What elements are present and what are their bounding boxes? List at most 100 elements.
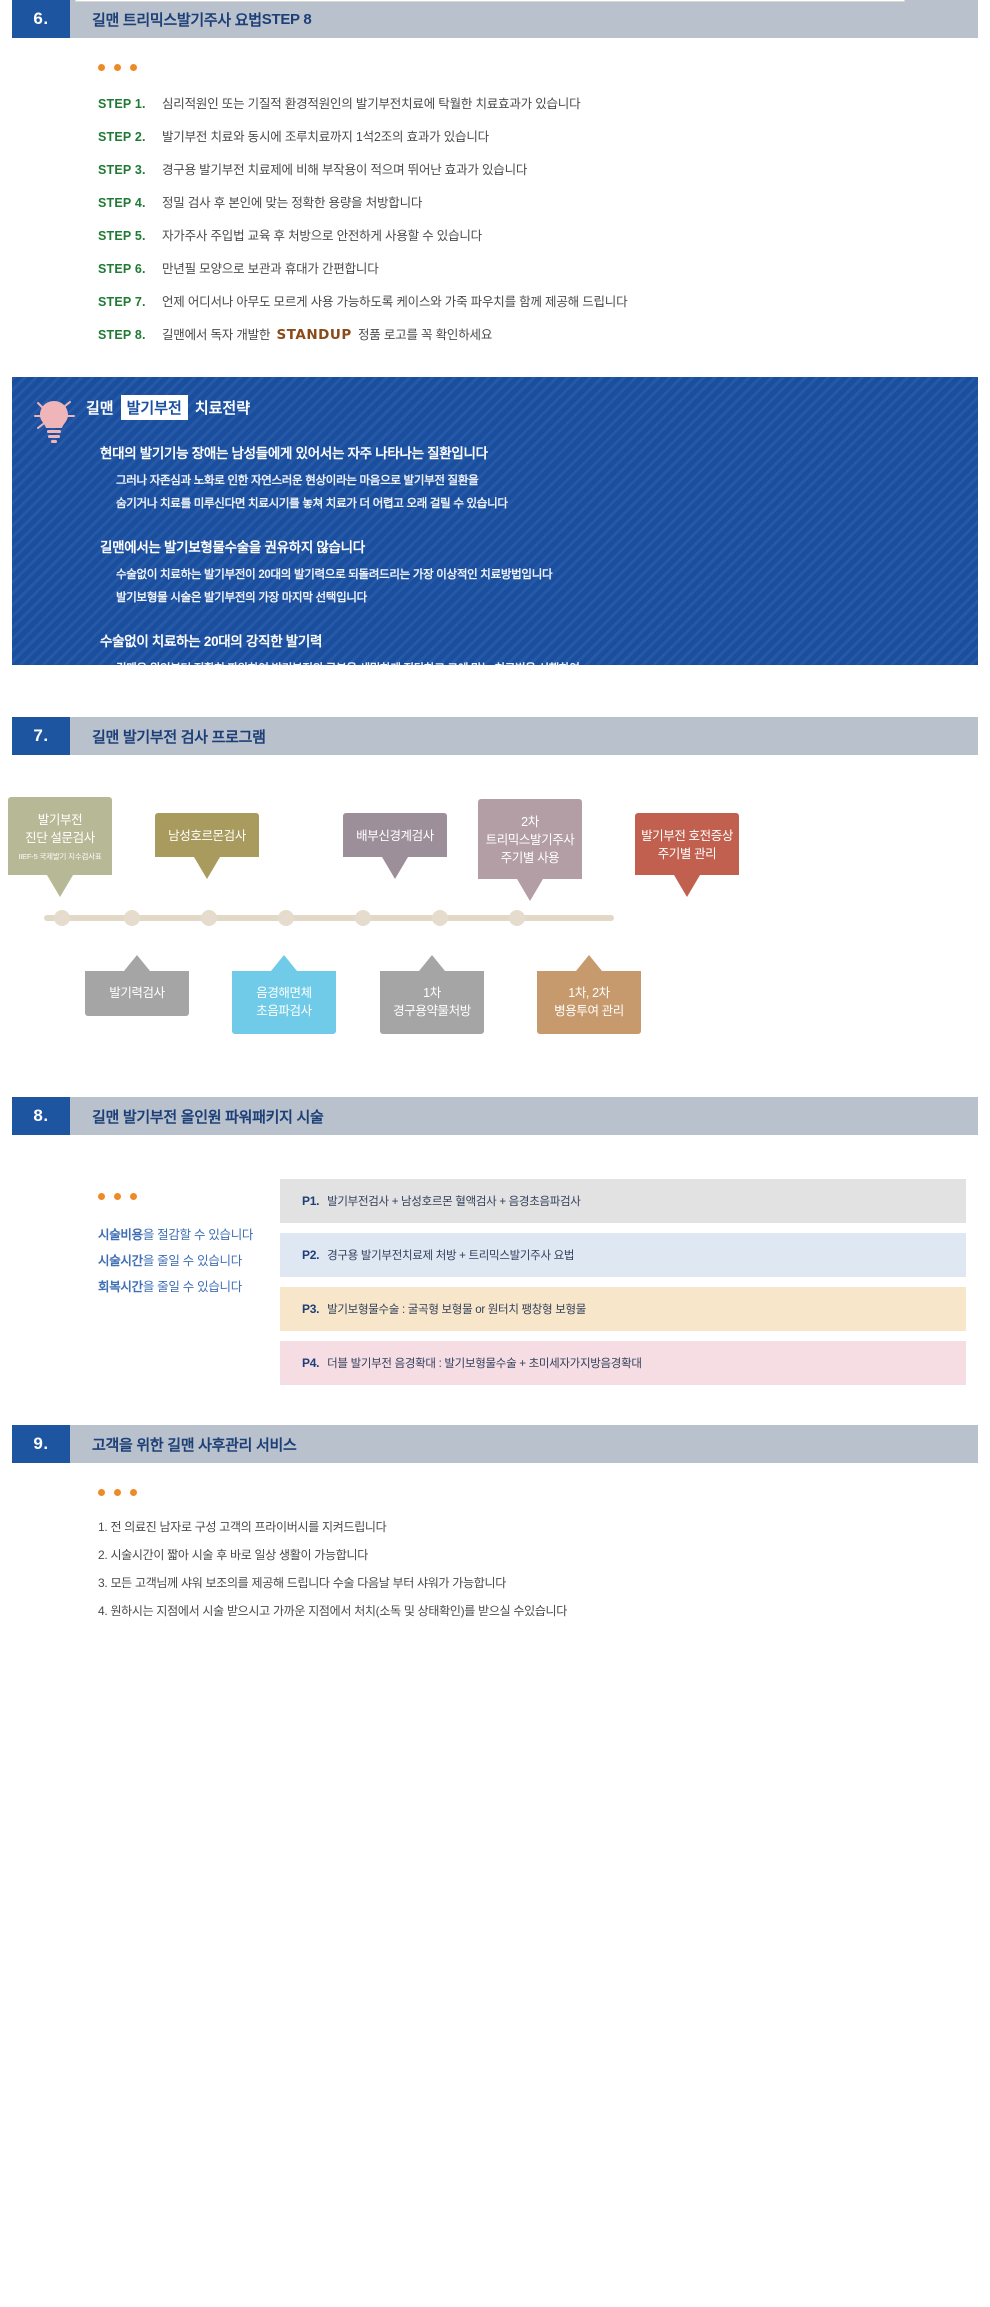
step-text: 경구용 발기부전 치료제에 비해 부작용이 적으며 뛰어난 효과가 있습니다 [162, 163, 528, 177]
step-row: STEP 8. 길맨에서 독자 개발한 STANDUP 정품 로고를 꼭 확인하세… [98, 324, 990, 343]
aftercare-item: 2. 시술시간이 짧아 시술 후 바로 일상 생활이 가능합니다 [98, 1548, 368, 1562]
strategy-line: 숨기거나 치료를 미루신다면 치료시기를 놓쳐 치료가 더 어렵고 오래 걸릴 … [116, 498, 508, 510]
pennant-line: 발기부전 [37, 813, 83, 827]
strategy-heading: 수술없이 치료하는 20대의 강직한 발기력 [100, 634, 323, 649]
chip-tip [419, 955, 445, 971]
benefit-item: 시술비용을 절감할 수 있습니다 [98, 1228, 254, 1242]
pennant-line: 배부신경계검사 [356, 829, 434, 843]
section-7-title: 길맨 발기부전 검사 프로그램 [70, 717, 978, 755]
flow-node [54, 910, 70, 926]
section-9-number: 9. [12, 1425, 70, 1463]
pennant-tip [674, 875, 700, 898]
section-8-header: 8. 길맨 발기부전 올인원 파워패키지 시술 [12, 1097, 978, 1135]
package-key: P2. [302, 1248, 320, 1262]
benefit-keyword: 시술시간 [98, 1254, 143, 1268]
section-6-title: 길맨 트리믹스발기주사 요법 STEP 8 [70, 0, 978, 38]
package-row[interactable]: P2. 경구용 발기부전치료제 처방 + 트리믹스발기주사 요법 [280, 1233, 966, 1277]
section-6-title-bold: STEP 8 [261, 10, 312, 28]
section-7-header: 7. 길맨 발기부전 검사 프로그램 [12, 717, 978, 755]
chip-line: 발기력검사 [109, 986, 165, 1000]
pennant-line: 2차 [521, 815, 539, 829]
step-text: 언제 어디서나 아무도 모르게 사용 가능하도록 케이스와 가죽 파우치를 함께… [162, 295, 628, 309]
strategy-heading: 길맨에서는 발기보형물수술을 권유하지 않습니다 [100, 540, 365, 555]
package-text: 경구용 발기부전치료제 처방 + 트리믹스발기주사 요법 [327, 1250, 575, 1262]
chip-tip [576, 955, 602, 971]
step-row: STEP 4.정밀 검사 후 본인에 맞는 정확한 용량을 처방합니다 [98, 192, 990, 211]
section-9-title: 고객을 위한 길맨 사후관리 서비스 [70, 1425, 978, 1463]
chip-line: 1차, 2차 [568, 986, 610, 1000]
package-key: P4. [302, 1356, 320, 1370]
block-spacer [100, 612, 978, 630]
lightbulb-icon [34, 401, 75, 443]
top-panel-stub [75, 0, 905, 2]
chip-line: 경구용약물처방 [393, 1004, 471, 1019]
step-key: STEP 7. [98, 295, 146, 309]
flow-node [355, 910, 371, 926]
step-row: STEP 1.심리적원인 또는 기질적 환경적원인의 발기부전치료에 탁월한 치… [98, 93, 990, 112]
block-spacer [100, 518, 978, 536]
dot-icon [98, 1489, 105, 1496]
pennant-body: 배부신경계검사 [343, 813, 447, 858]
pennant-line: 주기별 관리 [657, 847, 717, 862]
pennant-tip [517, 879, 543, 902]
package-row[interactable]: P1.발기부전검사 + 남성호르몬 혈액검사 + 음경초음파검사 [280, 1179, 966, 1223]
package-text: 발기부전검사 + 남성호르몬 혈액검사 + 음경초음파검사 [327, 1196, 581, 1208]
flow-bottom-chip[interactable]: 발기력검사 [85, 955, 189, 1017]
standup-logo: STANDUP [276, 327, 352, 343]
benefit-item: 시술시간을 줄일 수 있습니다 [98, 1254, 242, 1268]
step-row: STEP 2.발기부전 치료와 동시에 조루치료까지 1석2조의 효과가 있습니… [98, 126, 990, 145]
step-text: 자가주사 주입법 교육 후 처방으로 안전하게 사용할 수 있습니다 [162, 229, 482, 243]
pennant-tip [47, 875, 73, 898]
pennant-line: 트리믹스발기주사 [485, 833, 575, 848]
section-8-number: 8. [12, 1097, 70, 1135]
step-text: 발기부전 치료와 동시에 조루치료까지 1석2조의 효과가 있습니다 [162, 130, 489, 144]
package-key: P3. [302, 1302, 320, 1316]
dot-icon [130, 64, 137, 71]
pennant-tip [382, 857, 408, 880]
step-text: 길맨에서 독자 개발한 STANDUP 정품 로고를 꼭 확인하세요 [162, 327, 493, 343]
dot-icon [114, 1489, 121, 1496]
flow-top-pennant[interactable]: 배부신경계검사 [343, 813, 447, 880]
strategy-title-highlight: 발기부전 [120, 395, 188, 420]
step-key: STEP 8. [98, 328, 146, 342]
pennant-line: 발기부전 호전증상 [641, 829, 733, 843]
flow-top-pennant[interactable]: 남성호르몬검사 [155, 813, 259, 880]
dot-icon [130, 1489, 137, 1496]
package-text: 더블 발기부전 음경확대 : 발기보형물수술 + 초미세자가지방음경확대 [327, 1358, 642, 1370]
pennant-line: 남성호르몬검사 [168, 829, 246, 843]
package-row[interactable]: P4. 더블 발기부전 음경확대 : 발기보형물수술 + 초미세자가지방음경확대 [280, 1341, 966, 1385]
strategy-title: 길맨 발기부전 치료전략 [86, 395, 978, 420]
aftercare-item: 4. 원하시는 지점에서 시술 받으시고 가까운 지점에서 처치(소독 및 상태… [98, 1604, 568, 1618]
flow-node [509, 910, 525, 926]
dots-decoration [98, 64, 990, 71]
flow-node [432, 910, 448, 926]
section-6-title-plain: 길맨 트리믹스발기주사 요법 [92, 11, 262, 29]
strategy-line: 길맨은 원인부터 정확히 파악하여 발기부전의 근본을 세밀하게 진단하고 그에… [116, 660, 978, 665]
flow-node [278, 910, 294, 926]
package-row[interactable]: P3.발기보형물수술 : 굴곡형 보형물 or 원터치 팽창형 보형물 [280, 1287, 966, 1331]
pennant-subtext: IIEF-5 국제발기 지수검사표 [18, 852, 102, 862]
strategy-line: 그러나 자존심과 노화로 인한 자연스러운 현상이라는 마음으로 발기부전 질환… [116, 475, 479, 487]
pennant-body: 남성호르몬검사 [155, 813, 259, 858]
chip-line: 1차 [423, 986, 441, 1000]
chip-line: 음경해면체 [256, 986, 312, 1000]
aftercare-item: 1. 전 의료진 남자로 구성 고객의 프라이버시를 지켜드립니다 [98, 1520, 387, 1534]
chip-line: 초음파검사 [256, 1004, 312, 1019]
page-root: 6. 길맨 트리믹스발기주사 요법 STEP 8 STEP 1.심리적원인 또는… [0, 0, 990, 1618]
section-6-body: STEP 1.심리적원인 또는 기질적 환경적원인의 발기부전치료에 탁월한 치… [0, 38, 990, 343]
treatment-strategy-panel: 길맨 발기부전 치료전략 현대의 발기기능 장애는 남성들에게 있어서는 자주 … [12, 377, 978, 665]
pennant-line: 주기별 사용 [500, 851, 560, 866]
